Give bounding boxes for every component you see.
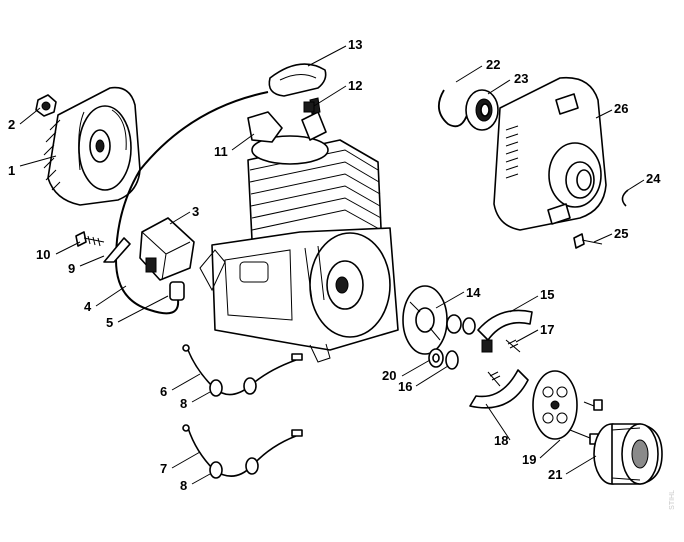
screw-25 [573,233,603,249]
spring-12 [303,101,315,113]
callout-11: 11 [214,144,228,159]
callout-21: 21 [548,467,563,482]
flywheel-nut [35,94,57,117]
screw-near-19 [569,399,603,445]
callout-17: 17 [540,322,555,337]
callout-18: 18 [494,433,509,448]
callout-24: 24 [646,171,661,186]
washer-20 [428,348,444,368]
callout-19: 19 [522,452,537,467]
callout-22: 22 [486,57,501,72]
engine-cylinder [199,97,399,363]
clutch-drum-plate-19 [532,370,578,440]
washer-near-14 [446,314,476,335]
callout-3: 3 [192,204,200,219]
callout-23: 23 [514,71,529,86]
clutch-shoe-18 [469,369,529,409]
ignition-lead [114,91,269,315]
callout-10: 10 [36,247,51,262]
callout-25: 25 [614,226,629,241]
callout-15: 15 [540,287,555,302]
callout-26: 26 [614,101,629,116]
bushing-16 [445,350,459,370]
callout-2: 2 [8,117,16,132]
callout-13: 13 [348,37,363,52]
callout-6: 6 [160,384,168,399]
spark-plug-boot [169,281,185,301]
screw-10 [75,231,105,247]
watermark: STIHL [669,490,676,510]
callout-7: 7 [160,461,168,476]
ignition-module [139,217,195,281]
callout-5: 5 [106,315,114,330]
callout-14: 14 [466,285,481,300]
short-circuit-wire-7 [182,424,303,479]
callout-8a: 8 [180,396,188,411]
callout-9: 9 [68,261,76,276]
shroud-cover [268,63,327,97]
circlip-24 [621,189,629,207]
callout-12: 12 [348,78,363,93]
clip-9 [103,237,131,263]
callout-20: 20 [382,368,397,383]
spring-17 [505,339,521,353]
clutch-shoe-15 [477,309,533,353]
callout-4: 4 [84,299,92,314]
leader-lines [19,45,645,485]
short-circuit-wire-6 [182,344,303,397]
fan-housing [493,76,607,231]
callout-8b: 8 [180,478,188,493]
callout-16: 16 [398,379,413,394]
clutch-carrier-14 [402,285,448,355]
circlip-22 [438,89,469,128]
flywheel [43,86,141,206]
callout-1: 1 [8,163,16,178]
clutch-drum-21 [593,423,663,485]
ball-bearing [465,89,499,131]
